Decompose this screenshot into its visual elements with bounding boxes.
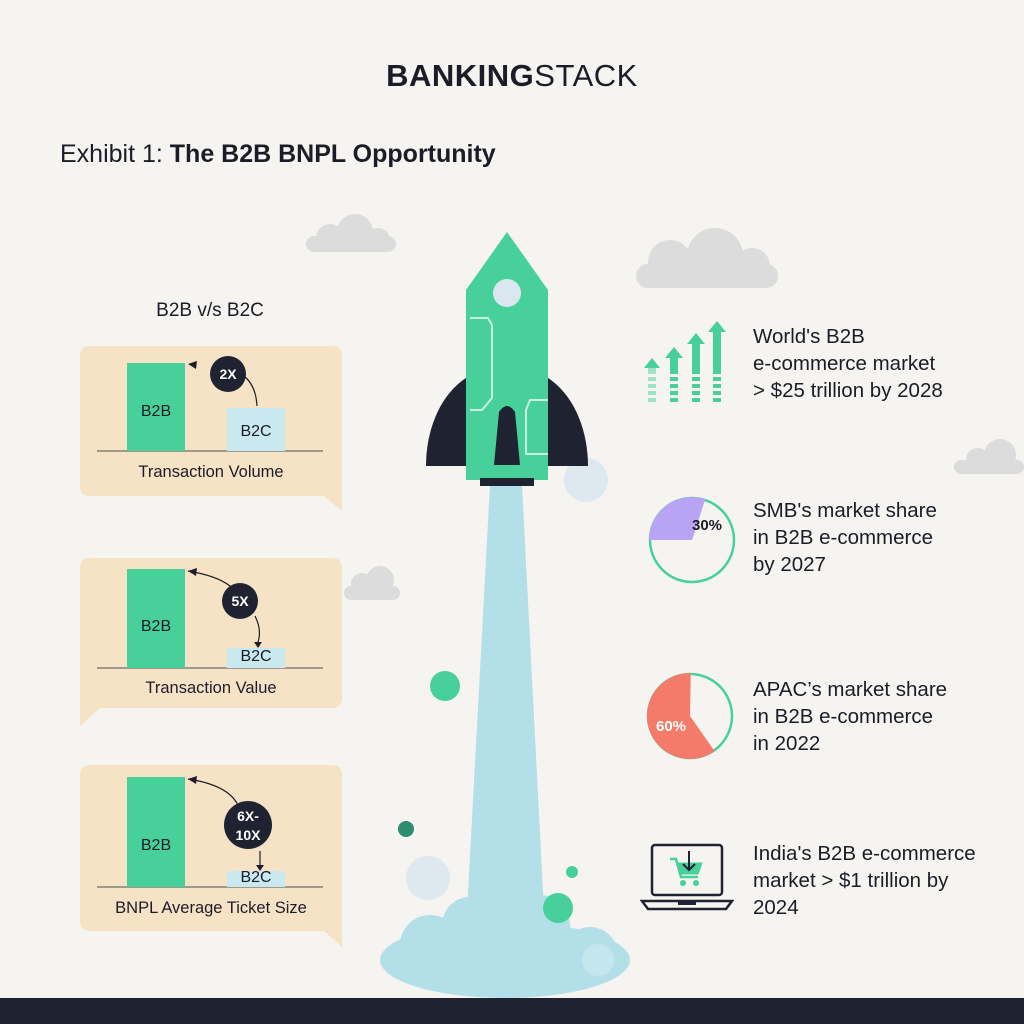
stat-line: by 2027 — [753, 553, 826, 576]
multiplier-badge — [224, 801, 272, 849]
exhaust-cloud — [380, 895, 630, 998]
pie-percent-label: 60% — [656, 718, 687, 735]
pie-slice — [646, 673, 715, 760]
cloud-icon — [636, 228, 778, 288]
rocket-icon — [426, 232, 588, 486]
multiplier-line: 10X — [235, 827, 261, 843]
b2c-bar — [227, 408, 285, 451]
stat-line: SMB's market share — [753, 499, 937, 522]
multiplier-text: 6X- 10X — [226, 807, 270, 845]
stat-line: market > $1 trillion by — [753, 869, 949, 892]
brand-logo: BANKINGSTACK — [0, 58, 1024, 94]
stat-smb-share: SMB's market share in B2B e-commerce by … — [753, 497, 1018, 578]
b2c-bar — [227, 648, 285, 668]
cloud-icon — [954, 439, 1024, 474]
multiplier-badge — [210, 356, 246, 392]
bubble — [566, 866, 578, 878]
footer-bar — [0, 998, 1024, 1024]
stat-line: in B2B e-commerce — [753, 526, 934, 549]
stat-india-market: India's B2B e-commerce market > $1 trill… — [753, 840, 1018, 921]
stat-line: World's B2B — [753, 325, 865, 348]
b2b-label: B2B — [140, 618, 172, 635]
pie-icon — [646, 672, 734, 760]
stat-line: e-commerce market — [753, 352, 936, 375]
pie-slice — [649, 496, 706, 540]
panel-label: BNPL Average Ticket Size — [115, 899, 307, 917]
comparison-panel: B2B B2C 6X- 10X BNPL Average Ticket Size — [80, 765, 345, 950]
bubble — [398, 821, 414, 837]
b2b-bar — [127, 777, 185, 887]
stat-line: India's B2B e-commerce — [753, 842, 976, 865]
multiplier-text: 2X — [219, 366, 237, 382]
b2c-label: B2C — [240, 423, 272, 440]
b2b-label: B2B — [140, 403, 172, 420]
cloud-icon — [344, 566, 400, 600]
stat-line: in 2022 — [753, 732, 821, 755]
panel-label: Transaction Volume — [138, 463, 284, 481]
b2b-label: B2B — [140, 837, 172, 854]
b2b-bar — [127, 569, 185, 668]
cloud-icon — [306, 214, 396, 252]
stat-line: 2024 — [753, 896, 799, 919]
b2c-label: B2C — [240, 869, 272, 886]
comparison-heading: B2B v/s B2C — [156, 300, 264, 321]
panel-label: Transaction Value — [145, 679, 277, 697]
stat-b2b-market: World's B2B e-commerce market > $25 tril… — [753, 323, 1018, 404]
bubble — [582, 944, 614, 976]
pie-percent-label: 30% — [692, 517, 723, 534]
bubble — [406, 856, 450, 900]
bubble — [543, 893, 573, 923]
brand-light: STACK — [534, 58, 638, 93]
multiplier-text: 5X — [231, 593, 249, 609]
title-prefix: Exhibit 1: — [60, 140, 170, 168]
stat-apac-share: APAC’s market share in B2B e-commerce in… — [753, 676, 1018, 757]
title-bold: The B2B BNPL Opportunity — [169, 140, 496, 168]
comparison-panel: B2B B2C 5X Transaction Value — [80, 558, 345, 728]
b2b-bar — [127, 363, 185, 451]
bubble — [430, 671, 460, 701]
multiplier-line: 6X- — [237, 808, 259, 824]
bubble — [564, 458, 608, 502]
multiplier-badge — [222, 583, 258, 619]
pie-icon — [648, 496, 736, 584]
stat-line: in B2B e-commerce — [753, 705, 934, 728]
laptop-cart-icon — [640, 843, 734, 911]
page-title: Exhibit 1: The B2B BNPL Opportunity — [60, 140, 496, 169]
rocket-exhaust — [466, 485, 545, 930]
brand-bold: BANKING — [386, 58, 535, 93]
b2c-label: B2C — [240, 648, 272, 665]
stat-line: > $25 trillion by 2028 — [753, 379, 943, 402]
growth-arrows-icon — [644, 321, 726, 402]
b2c-bar — [227, 871, 285, 887]
comparison-panel: B2B B2C 2X Transaction Volume — [80, 346, 345, 516]
stat-line: APAC’s market share — [753, 678, 948, 701]
